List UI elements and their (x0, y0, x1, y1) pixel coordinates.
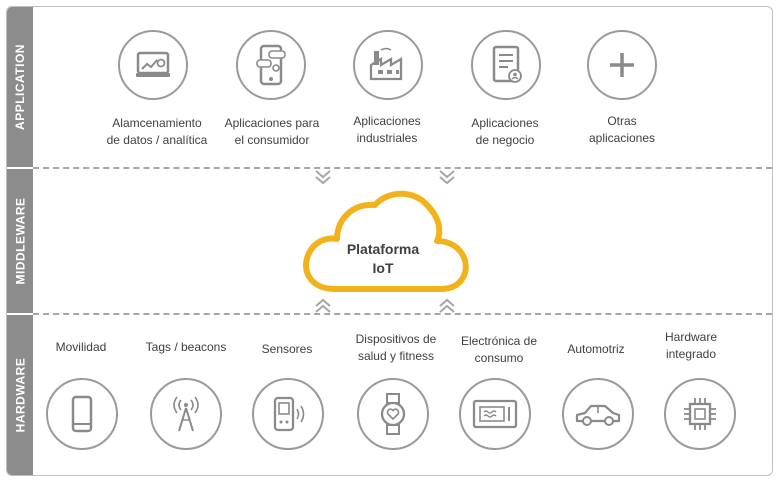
factory-icon (353, 30, 423, 100)
hardware-layer-label: HARDWARE (13, 357, 28, 433)
chevron-down-icon (439, 170, 455, 185)
tablet-checklist-icon (471, 30, 541, 100)
hw-label-mobility: Movilidad (55, 340, 107, 354)
chip-icon (664, 378, 736, 450)
hardware-layer-bar: HARDWARE (7, 315, 33, 475)
middleware-layer-label: MIDDLEWARE (13, 197, 27, 285)
appliance-display-icon (459, 378, 531, 450)
hw-label-automotive: Automotriz (567, 342, 625, 356)
application-layer-label: APPLICATION (13, 44, 28, 130)
hw-label-health-fitness: Dispositivos de salud y fitness (355, 332, 437, 363)
mobile-phone-icon (46, 378, 118, 450)
cloud-icon (303, 190, 469, 292)
app-label-business: Aplicaciones de negocio (471, 116, 539, 147)
hw-label-sensors: Sensores (261, 342, 313, 356)
divider-middleware-hardware (33, 313, 772, 315)
chevron-up-icon (439, 298, 455, 313)
hw-label-consumer-electronics: Electrónica de consumo (460, 334, 538, 365)
iot-architecture-diagram: APPLICATION MIDDLEWARE HARDWARE (6, 6, 773, 476)
car-icon (562, 378, 634, 450)
app-label-other: Otras aplicaciones (588, 114, 656, 145)
app-label-consumer: Aplicaciones para el consumidor (224, 116, 320, 147)
hw-label-tags-beacons: Tags / beacons (145, 340, 227, 354)
beacon-antenna-icon (150, 378, 222, 450)
app-label-industrial: Aplicaciones industriales (353, 114, 421, 145)
iot-platform-label: Plataforma IoT (346, 241, 420, 276)
application-layer-bar: APPLICATION (7, 7, 33, 167)
smartphone-chat-icon (236, 30, 306, 100)
app-label-data-analytics: Alamcenamiento de datos / analítica (106, 116, 208, 147)
chevron-down-icon (315, 170, 331, 185)
middleware-layer-bar: MIDDLEWARE (7, 169, 33, 313)
smartwatch-heart-icon (357, 378, 429, 450)
hw-label-embedded: Hardware integrado (664, 330, 718, 361)
plus-icon (587, 30, 657, 100)
divider-application-middleware (33, 167, 772, 169)
sensor-device-icon (252, 378, 324, 450)
monitor-chart-icon (118, 30, 188, 100)
chevron-up-icon (315, 298, 331, 313)
